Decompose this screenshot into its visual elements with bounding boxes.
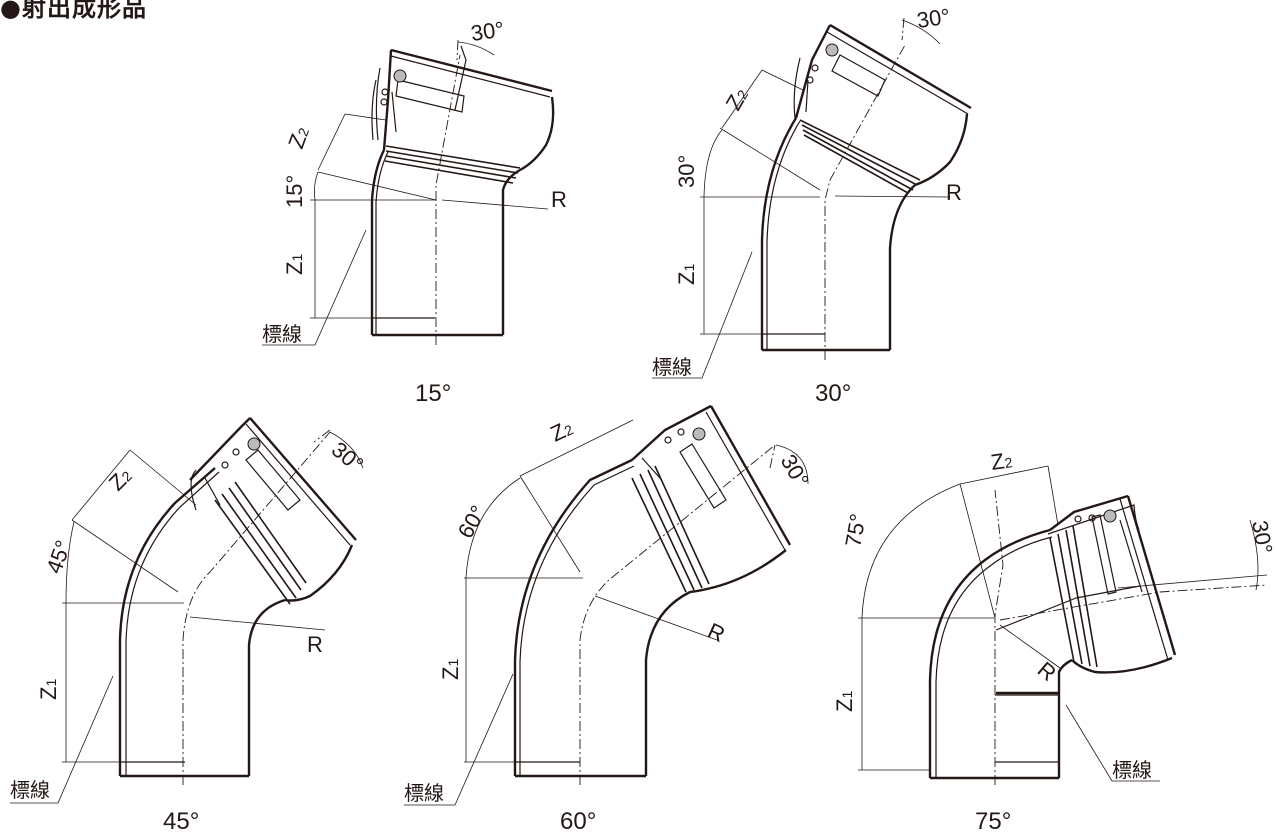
elbow-15-radius-label: R	[551, 187, 567, 212]
elbow-30-z2-label: Z2	[721, 83, 753, 114]
elbow-60-socket-angle: 30°	[776, 450, 814, 491]
elbow-60-dimensions	[404, 419, 809, 806]
elbow-45-caption: 45°	[163, 808, 199, 834]
elbow-75-angle-label: 75°	[840, 512, 870, 549]
elbow-15-z2-label: Z2	[283, 123, 314, 152]
elbow-15-body	[370, 45, 555, 337]
elbow-60-radius-label: R	[704, 618, 729, 647]
elbow-15-figure: 30° Z2 15° Z1 R 標線 15°	[262, 17, 567, 407]
elbow-45-marker-label: 標線	[10, 779, 50, 802]
elbow-15-angle-label: 15°	[282, 175, 307, 208]
elbow-75-z2-label: Z2	[989, 447, 1014, 475]
elbow-75-socket-angle: 30°	[1247, 519, 1277, 556]
elbow-15-marker-label: 標線	[262, 323, 302, 346]
elbow-30-dimensions	[652, 17, 951, 379]
elbow-30-socket-angle: 30°	[915, 4, 951, 33]
elbow-30-figure: 30° Z2 30° Z1 R 標線 30°	[652, 4, 972, 407]
elbow-30-radius-label: R	[946, 180, 962, 205]
elbow-30-caption: 30°	[815, 380, 851, 407]
elbow-45-figure: 30° Z2 45° Z1 R 標線 45°	[10, 417, 369, 834]
elbow-75-z1-label: Z1	[832, 691, 857, 712]
elbow-15-caption: 15°	[415, 380, 451, 407]
elbow-15-dimensions	[262, 39, 549, 346]
elbow-15-z1-label: Z1	[282, 254, 307, 275]
elbow-45-dimensions	[10, 429, 364, 804]
elbow-45-angle-label: 45°	[41, 537, 76, 577]
elbow-75-marker-label: 標線	[1112, 759, 1152, 782]
elbow-60-z2-label: Z2	[547, 415, 577, 447]
elbow-75-dimensions	[858, 465, 1268, 785]
elbow-60-z1-label: Z1	[438, 659, 463, 680]
elbow-45-radius-label: R	[307, 632, 323, 657]
elbow-30-marker-label: 標線	[652, 356, 692, 379]
elbow-60-figure: 30° Z2 60° Z1 R 標線 60°	[404, 404, 814, 834]
elbow-60-caption: 60°	[560, 808, 596, 834]
elbow-15-socket-angle: 30°	[469, 17, 505, 46]
elbow-45-z2-label: Z2	[104, 463, 137, 496]
elbow-30-z1-label: Z1	[674, 264, 699, 285]
elbow-75-radius-label: R	[1033, 657, 1061, 686]
elbow-45-z1-label: Z1	[36, 679, 61, 700]
elbow-75-figure: 30° Z2 75° Z1 R 標線 75°	[832, 447, 1277, 834]
elbow-45-socket-angle: 30°	[327, 437, 369, 478]
elbow-30-body	[760, 23, 972, 352]
elbow-30-angle-label: 30°	[674, 155, 699, 188]
elbow-60-angle-label: 60°	[453, 501, 491, 542]
elbow-75-body	[928, 494, 1177, 780]
elbow-75-caption: 75°	[975, 808, 1011, 834]
elbow-60-body	[513, 404, 792, 778]
elbow-60-marker-label: 標線	[404, 782, 444, 805]
page-title: ●射出成形品	[0, 0, 147, 22]
elbow-45-body	[118, 417, 357, 778]
